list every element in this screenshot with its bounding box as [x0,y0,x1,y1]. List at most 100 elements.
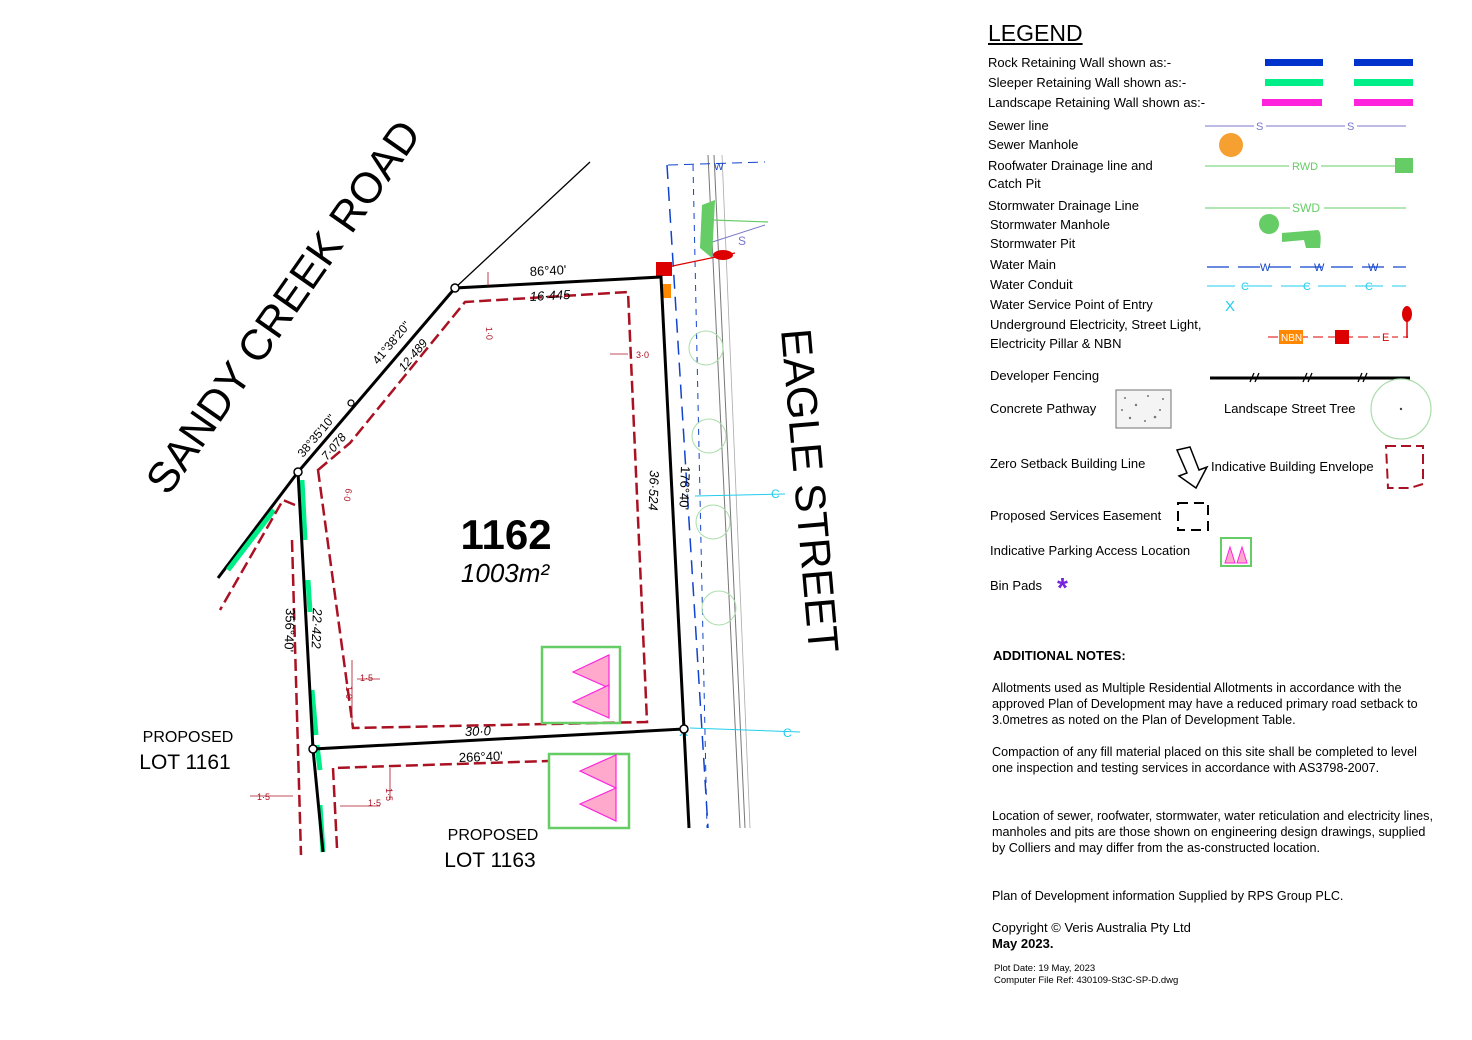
legend-rock-wall: Rock Retaining Wall shown as:- [988,55,1172,70]
legend-building-envelope: Indicative Building Envelope [1211,459,1374,474]
setback-6: 1·5 [257,792,270,802]
electric-letter: E [1382,332,1389,344]
sleeper-wall-3 [305,579,313,613]
notes-heading: ADDITIONAL NOTES: [993,648,1126,663]
distance-west: 22·422 [309,607,325,650]
catch-pit-symbol [1395,158,1413,173]
setback-8: 1·5 [384,788,394,801]
service-entry-symbol: X [1225,298,1235,315]
legend-street-tree: Landscape Street Tree [1224,401,1356,416]
lot-1161-envelope-top [218,498,296,611]
legend-roofwater-1: Roofwater Drainage line and [988,158,1153,173]
sewer-letter-2: S [1347,121,1354,133]
legend-electricity-1: Underground Electricity, Street Light, [990,317,1202,332]
lot-1163-label: LOT 1163 [444,849,535,872]
bearing-south: 266°40' [459,748,503,765]
note-1: Allotments used as Multiple Residential … [992,681,1418,727]
stormwater-line-plan [711,219,769,223]
copyright-date: May 2023. [992,936,1054,951]
lot-1161-proposed: PROPOSED [143,729,234,746]
electricity-pillar-symbol [1335,330,1349,344]
boundary-peg-2 [450,283,460,293]
landscape-wall-symbol-1 [1262,99,1322,106]
lot-1161-label: LOT 1161 [139,751,230,774]
kerb-line-1 [707,154,741,829]
boundary-peg-5 [347,399,355,407]
setback-5: 1·0 [344,686,354,699]
water-letter-2: W [1314,262,1325,274]
nbn-symbol [1279,330,1303,344]
bin-pad-icon: * [1057,572,1068,603]
sewer-letter: S [738,234,746,248]
parking-access-1163 [547,752,631,830]
legend-sleeper-wall: Sleeper Retaining Wall shown as:- [988,75,1187,90]
setback-2: 3·0 [636,350,649,360]
note-2: Compaction of any fill material placed o… [992,745,1417,775]
plot-date: Plot Date: 19 May, 2023 [994,963,1096,974]
building-envelopes [218,290,649,856]
conduit-letter-c: C [1365,281,1373,293]
street-tree-4 [701,590,737,626]
legend-stormwater-line: Stormwater Drainage Line [988,198,1140,213]
legend-services-easement: Proposed Services Easement [990,508,1162,523]
lot-1162-envelope [316,290,649,730]
sleeper-wall-4 [309,689,319,736]
street-tree-symbol [1370,378,1432,440]
zero-setback-arrow-icon [1175,446,1209,490]
landscape-wall-symbol-2 [1354,99,1413,106]
distance-east: 36·524 [646,470,662,511]
conduit-letter-a: C [1241,281,1249,293]
setback-1: 1·0 [484,327,494,340]
fence-ticks [1249,372,1368,383]
wall-symbols [1262,59,1413,106]
sleeper-wall-1 [226,508,276,572]
water-letter-top: W [714,162,724,173]
water-letter-1: W [1260,262,1271,274]
electricity-pillar-plan [656,262,672,276]
bearing-top: 86°40' [529,262,566,279]
bearing-east: 176°40' [676,466,693,510]
eagle-street-services: S C C W X [656,154,801,829]
water-main-line-2 [692,164,708,829]
sewer-letter-1: S [1256,121,1263,133]
services-easement-symbol [1177,502,1209,531]
lot-1162-boundary [296,275,686,751]
rwd-text: RWD [1292,161,1318,173]
kerb-line-3 [721,154,751,829]
stormwater-pit-symbol [1282,230,1321,248]
road-reserve-line [454,161,591,289]
setback-3: 6·0 [342,488,354,503]
legend-concrete-pathway: Concrete Pathway [990,401,1097,416]
lot-1163-proposed: PROPOSED [448,827,539,844]
boundary-peg-4 [679,724,689,734]
legend-water-main: Water Main [990,257,1056,272]
swd-text: SWD [1292,201,1320,215]
street-tree-1 [688,330,724,366]
setback-dimension-lines [250,272,628,807]
lot-1161-envelope-side [290,539,303,856]
building-envelope-symbol [1384,445,1424,489]
legend-electricity-2: Electricity Pillar & NBN [990,336,1122,351]
nbn-pit-plan [662,284,671,298]
water-letter-3: W [1368,262,1379,274]
stormwater-pit-plan [700,200,715,258]
legend-roofwater-2: Catch Pit [988,176,1041,191]
street-tree-2 [691,418,727,454]
conduit-letter-b: C [1303,281,1311,293]
rock-wall-symbol-2 [1354,59,1413,66]
lot-number: 1162 [460,511,551,558]
conduit-line-1 [694,493,786,497]
distance-south: 30·0 [465,723,492,739]
concrete-pathway-symbol [1115,389,1172,429]
conduit-line-2 [689,727,801,733]
legend-water-conduit: Water Conduit [990,277,1073,292]
setback-4: 1·5 [360,673,373,683]
legend-water-service: Water Service Point of Entry [990,297,1153,312]
legend-developer-fencing: Developer Fencing [990,368,1100,383]
legend-landscape-wall: Landscape Retaining Wall shown as:- [988,95,1206,110]
sleeper-wall-2 [299,479,308,541]
note-3: Location of sewer, roofwater, stormwater… [992,809,1433,855]
water-main-top [667,161,766,166]
